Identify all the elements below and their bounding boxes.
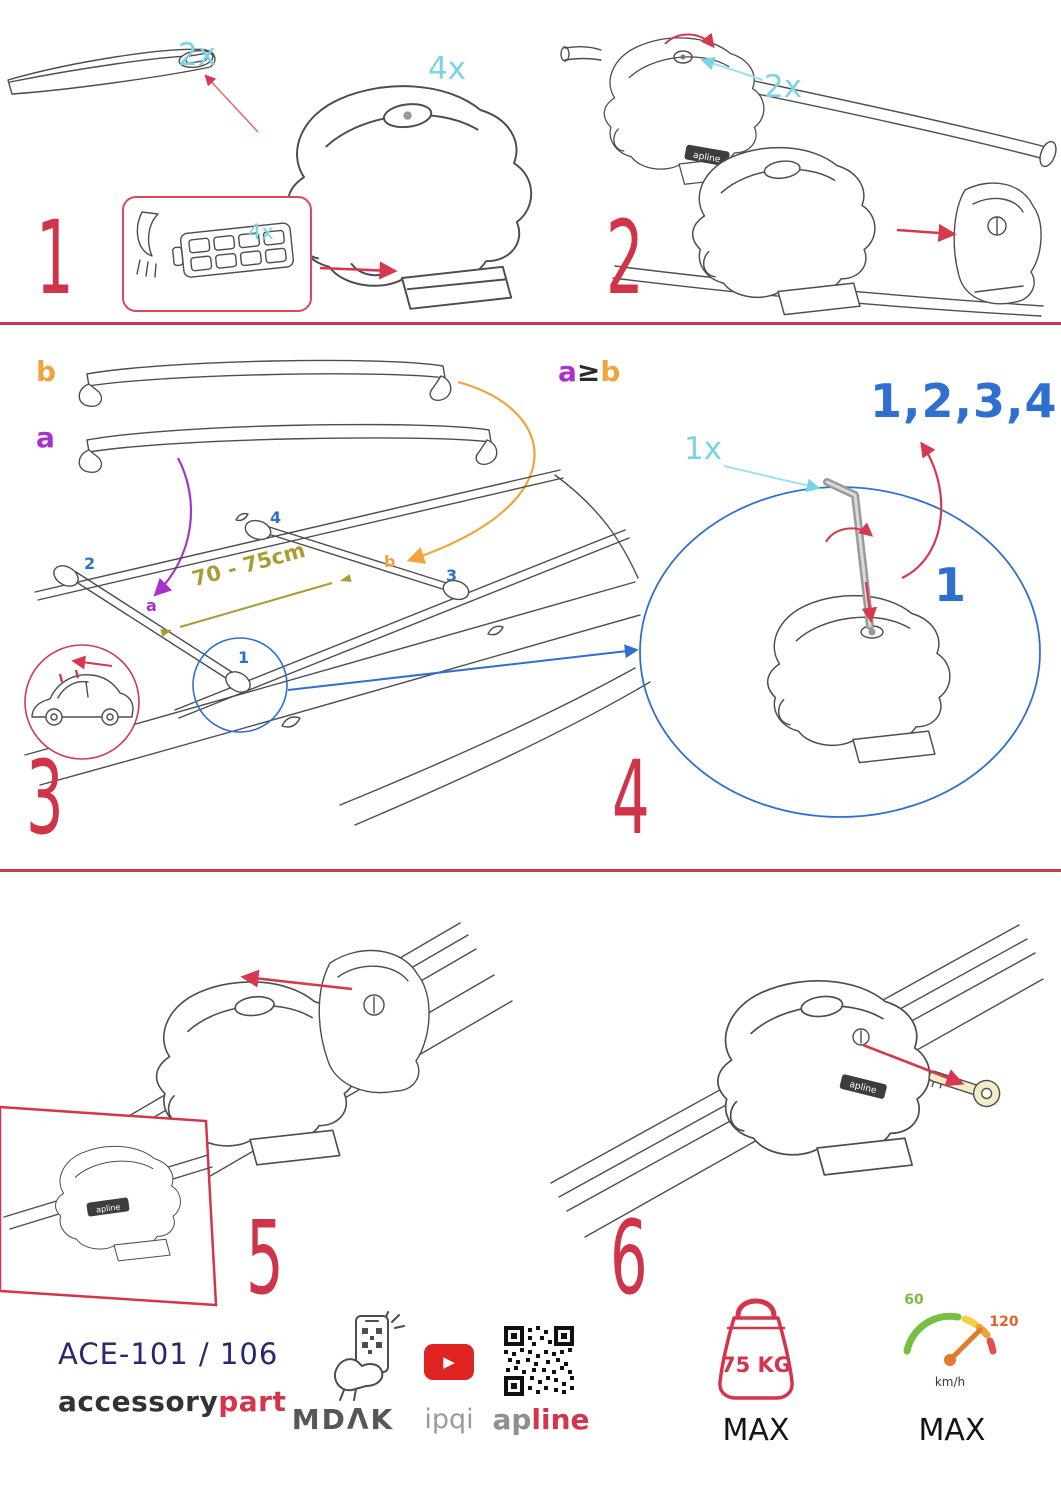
speed-low-label: 60	[904, 1292, 924, 1308]
foot-drawing	[692, 146, 876, 316]
lock-quantity-label: 2x	[764, 69, 803, 105]
foot-drawing	[767, 594, 951, 764]
max-load-label: MAX	[722, 1413, 790, 1448]
speed-high-label: 120	[989, 1314, 1018, 1330]
roof-rail	[34, 469, 630, 719]
tool-qty-arrow	[723, 465, 821, 493]
step1-inset-box	[122, 196, 312, 312]
model-number: ACE-101 / 106	[58, 1337, 279, 1371]
roof-bar-b-label: b	[384, 552, 396, 571]
insert-arrow	[319, 261, 398, 280]
key-insert-arrow	[862, 1043, 965, 1087]
car-icon	[31, 674, 134, 726]
svg-text:apline: apline	[692, 151, 721, 166]
step5-inset: apline	[0, 1105, 218, 1307]
distance-arrow	[160, 574, 352, 637]
speed-unit-label: km/h	[935, 1375, 965, 1389]
foot-logo-badge: apline	[684, 144, 730, 167]
roof-pos-2: 2	[84, 554, 96, 573]
play-glyph: ▶	[443, 1352, 455, 1371]
mdak-logo: MDΛK	[291, 1403, 395, 1436]
qty-pointer-arrow	[700, 56, 764, 81]
brand-logo: accessorypart	[58, 1388, 286, 1416]
allen-key-icon	[823, 478, 874, 630]
first-position-label: 1	[934, 558, 967, 612]
mounted-crossbar-b	[244, 519, 470, 601]
step3-step4-drawing	[24, 359, 1041, 826]
crossbar-profile-drawing	[7, 48, 216, 95]
foot-logo-badge: apline	[839, 1074, 887, 1099]
car-inset	[24, 644, 140, 760]
max-speed-label: MAX	[918, 1413, 986, 1448]
turn-arrow	[664, 32, 715, 49]
step6-number: 6	[610, 1199, 648, 1318]
roof-pos-1: 1	[238, 648, 250, 667]
qr-code-icon	[502, 1324, 576, 1398]
rule-b: b	[600, 355, 621, 388]
roof-bar-a-label: a	[146, 596, 157, 615]
section-divider	[0, 322, 1061, 325]
bar-quantity-label: 2x	[178, 37, 217, 73]
crossbar-b-drawing	[78, 359, 452, 407]
zoom-source-circle	[192, 637, 288, 733]
ipqi-logo: ipqi	[424, 1404, 474, 1435]
apline-line: line	[531, 1403, 590, 1436]
crossbar-a-drawing	[78, 423, 498, 473]
section-divider	[0, 869, 1061, 872]
sequence-arrow	[901, 441, 943, 579]
foot-drawing	[717, 979, 931, 1176]
bar-a-guide-arrow	[153, 457, 193, 597]
slide-on-arrow	[240, 969, 353, 991]
speedometer-icon: 60 120 km/h	[903, 1292, 1019, 1389]
youtube-icon: ▶	[424, 1344, 474, 1380]
step3-number: 3	[26, 739, 64, 858]
step1-number: 1	[36, 199, 74, 318]
length-rule: a≥b	[558, 358, 620, 386]
phone-scan-icon	[334, 1311, 405, 1401]
end-cap-drawing	[953, 182, 1042, 305]
lock-cover-drawing	[318, 949, 430, 1094]
rule-a: a	[558, 355, 577, 388]
pad-quantity-label: 4x	[248, 220, 274, 244]
foot-drawing	[287, 85, 533, 310]
brand-part: part	[218, 1385, 287, 1418]
tool-quantity-label: 1x	[684, 431, 723, 467]
lock-key-icon	[928, 1070, 1001, 1108]
keyhole	[852, 1028, 870, 1046]
attach-arrow	[896, 223, 957, 243]
roof-perspective-drawing	[24, 469, 651, 826]
step1-drawing	[7, 48, 533, 310]
roof-pos-4: 4	[270, 508, 282, 527]
lock-cylinder	[673, 50, 693, 64]
step6-drawing: apline	[550, 924, 1044, 1238]
step2-drawing: apline	[560, 32, 1057, 317]
max-load-value: 75 KG	[721, 1353, 791, 1377]
step4-number: 4	[612, 739, 650, 858]
apline-logo: apline	[486, 1406, 596, 1434]
rubber-pad-drawing	[136, 211, 295, 278]
bar-a-label: a	[36, 421, 55, 454]
bar-b-guide-arrow	[406, 380, 536, 564]
foot-quantity-label: 4x	[428, 51, 467, 87]
bar-b-label: b	[36, 355, 57, 388]
step5-number: 5	[246, 1199, 284, 1318]
rotate-arrow	[825, 522, 874, 543]
rule-operator: ≥	[576, 355, 601, 388]
tighten-arrow	[861, 581, 878, 624]
zoom-connector-arrow	[287, 644, 639, 691]
foot-logo-badge: apline	[86, 1197, 130, 1217]
brand-accessory: accessory	[58, 1385, 219, 1418]
bar-and-foot-drawing	[560, 45, 1057, 168]
svg-text:apline: apline	[95, 1202, 121, 1214]
apline-ap: ap	[492, 1403, 532, 1436]
roof-pos-3: 3	[446, 566, 458, 585]
pointer-arrow	[204, 74, 259, 133]
step5-drawing: apline	[0, 922, 513, 1307]
mounted-crossbar-a	[53, 565, 251, 693]
tighten-sequence: 1,2,3,4	[870, 374, 1058, 428]
step2-number: 2	[606, 199, 644, 318]
max-load-icon: 75 KG	[718, 1298, 794, 1400]
needle	[947, 1327, 983, 1363]
